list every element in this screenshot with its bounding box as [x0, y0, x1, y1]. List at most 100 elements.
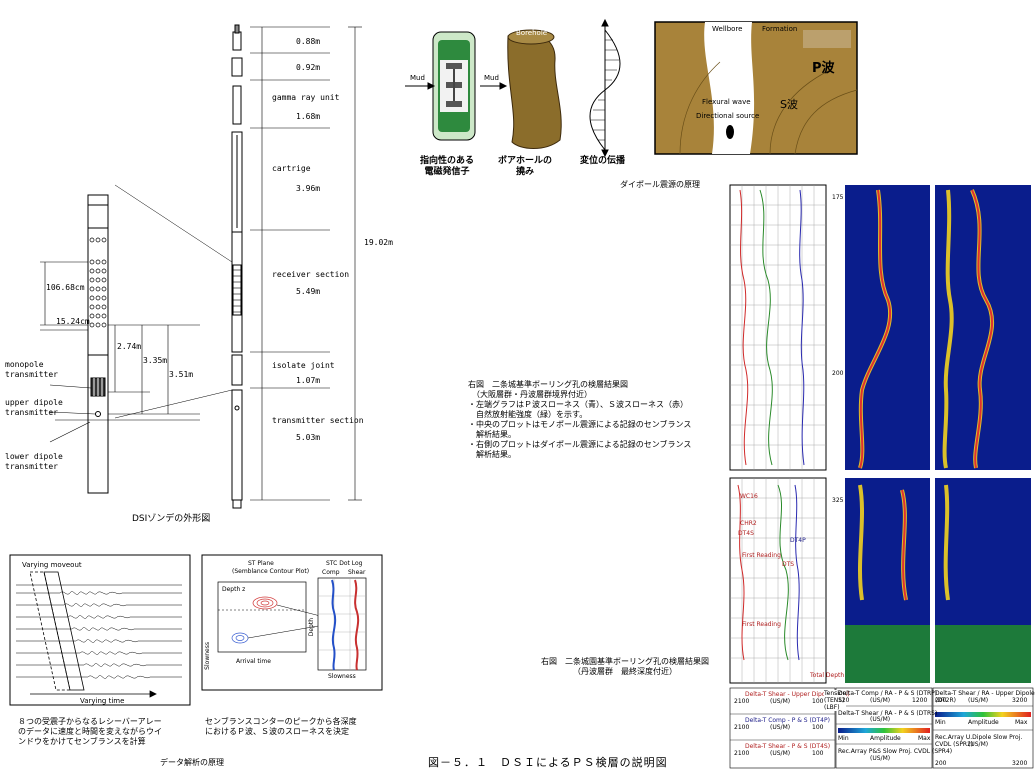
receiver-gap: 15.24cm: [56, 317, 90, 326]
legend-tension: Tension (TENS) (LBF): [824, 690, 847, 711]
dipole-caption: ダイポール震源の原理: [620, 180, 700, 189]
legend-m4: Rec.Array P&S Slow Proj. CVDL (SPR4): [838, 748, 953, 755]
depth-200-label: 200: [832, 370, 844, 377]
legend-m4-unit: (US/M): [870, 755, 891, 762]
chr-label: CHR2: [740, 520, 757, 527]
dsi-detail-drawing: [40, 194, 200, 494]
upper-dipole-label: upper dipole transmitter: [5, 398, 63, 417]
offset-1: 2.74m: [117, 342, 142, 351]
legend-m-n120: 120: [838, 697, 850, 704]
first-reading-2-label: First Reading: [742, 621, 781, 628]
legend-l3-n100: 100: [812, 750, 824, 757]
section-length-6: 1.07m: [296, 376, 321, 385]
legend-r3-n200: 200: [935, 760, 947, 767]
legend-m2: Delta-T Shear / RA - P & S (DTRS): [838, 710, 938, 717]
legend-l3-n2100: 2100: [734, 750, 750, 757]
slowness-2-label: Slowness: [328, 673, 356, 680]
legend-l1: Delta-T Shear - Upper Dipole (DTS): [745, 691, 850, 698]
lower-dipole-label: lower dipole transmitter: [5, 452, 63, 471]
stc-log-label: STC Dot Log: [326, 560, 363, 567]
legend-r1: Delta-T Shear / RA - Upper Dipole (DT2R): [935, 690, 1035, 704]
depth-z-label: Depth z: [222, 586, 246, 593]
first-reading-1-label: First Reading: [742, 552, 781, 559]
legend-m3: Amplitude: [870, 735, 901, 742]
log-note-upper: 右図 二条城基準ボーリング孔の検層結果図 （大阪層群・丹波層群境界付近） ・左端…: [468, 380, 692, 459]
legend-r-min: Min: [935, 719, 946, 726]
legend-m1-unit: (US/M): [870, 697, 891, 704]
legend-r3-n3200: 3200: [1012, 760, 1028, 767]
directional-label: Directional source: [696, 112, 760, 120]
borehole-label: Borehole: [516, 29, 548, 37]
legend-m-min: Min: [838, 735, 849, 742]
total-depth-label: Total Depth: [810, 672, 845, 679]
legend-m-max: Max: [918, 735, 931, 742]
legend-l3: Delta-T Shear - P & S (DT4S): [745, 743, 831, 750]
analysis-note-left: ８つの受震子からなるレシーバーアレー のデータに速度と時間を変えながらウイ ンド…: [18, 717, 162, 746]
section-label-transmitter: transmitter section: [272, 416, 364, 425]
source-caption: 指向性のある 電磁発信子: [420, 156, 475, 177]
st-plane-label: ST Plane: [248, 560, 274, 567]
section-length-3: 1.68m: [296, 112, 321, 121]
legend-r3-unit: (US/M): [968, 741, 989, 748]
arrival-time-label: Arrival time: [236, 658, 271, 665]
legend-r1-unit: (US/M): [968, 697, 989, 704]
flex-caption: ボアホールの 撓み: [498, 156, 553, 177]
slowness-label: Slowness: [204, 642, 211, 670]
analysis-caption: データ解析の原理: [160, 758, 224, 767]
log-note-lower: 右図 二条城園基準ボーリング孔の検層結果図 （丹波層群 最終深度付近）: [541, 657, 709, 676]
section-label-isolate: isolate joint: [272, 361, 335, 370]
section-label-cartrige: cartrige: [272, 164, 311, 173]
formation-label: Formation: [762, 25, 798, 33]
legend-m1: Delta-T Comp / RA - P & S (DTRP): [838, 690, 938, 697]
legend-l2-unit: (US/M): [770, 724, 791, 731]
receiver-spacing: 106.68cm: [46, 283, 85, 292]
legend-r2: Amplitude: [968, 719, 999, 726]
dt4p-label: DT4P: [790, 537, 806, 544]
legend-m2-unit: (US/M): [870, 716, 891, 723]
varying-moveout-label: Varying moveout: [22, 561, 82, 569]
depth-label: Depth: [308, 618, 315, 637]
legend-r-n3200: 3200: [1012, 697, 1028, 704]
section-length-1: 0.88m: [296, 37, 321, 46]
legend-l2-n2100: 2100: [734, 724, 750, 731]
flexural-label: Flexural wave: [702, 98, 751, 106]
section-length-5: 5.49m: [296, 287, 321, 296]
well-log-drawing: [729, 184, 1034, 769]
section-length-7: 5.03m: [296, 433, 321, 442]
main-caption: 図－５．１ ＤＳＩによるＰＳ検層の説明図: [428, 756, 668, 769]
p-wave-label: P波: [812, 61, 835, 76]
section-length-4: 3.96m: [296, 184, 321, 193]
section-label-receiver: receiver section: [272, 270, 350, 279]
st-plane-sub-label: (Semblance Contour Plot): [232, 568, 310, 575]
mud-label-2: Mud: [484, 74, 499, 82]
varying-time-label: Varying time: [80, 697, 125, 705]
data-analysis-drawing: [9, 554, 383, 706]
shear-label: Shear: [348, 569, 366, 576]
dipole-principle-drawing: [405, 18, 858, 158]
section-label-gamma: gamma ray unit: [272, 93, 340, 102]
depth-325-label: 325: [832, 497, 844, 504]
disp-caption: 変位の伝播: [580, 156, 626, 166]
wellbore-label: Wellbore: [712, 25, 743, 33]
dsi-tool-drawing: [114, 24, 362, 509]
legend-l3-unit: (US/M): [770, 750, 791, 757]
legend-l2-n100: 100: [812, 724, 824, 731]
legend-m-n1200: 1200: [912, 697, 928, 704]
monopole-label: monopole transmitter: [5, 360, 58, 379]
s-wave-label: S波: [780, 98, 798, 111]
analysis-note-right: センブランスコンターのピークから各深度 におけるＰ波、Ｓ波のスローネスを決定: [205, 717, 357, 736]
dts-label: DTS: [782, 561, 795, 568]
legend-l1-n100: 100: [812, 698, 824, 705]
section-length-2: 0.92m: [296, 63, 321, 72]
wc-label: WC16: [740, 493, 758, 500]
legend-r-max: Max: [1015, 719, 1028, 726]
total-length: 19.02m: [364, 238, 393, 247]
legend-r3: Rec.Array U.Dipole Slow Proj. CVDL (SPR2…: [935, 734, 1023, 748]
offset-2: 3.35m: [143, 356, 168, 365]
legend-l1-unit: (US/M): [770, 698, 791, 705]
waveform-traces: [16, 584, 182, 679]
depth-175-label: 175: [832, 194, 844, 201]
legend-l2: Delta-T Comp - P & S (DT4P): [745, 717, 830, 724]
legend-r-n200: 200: [935, 697, 947, 704]
